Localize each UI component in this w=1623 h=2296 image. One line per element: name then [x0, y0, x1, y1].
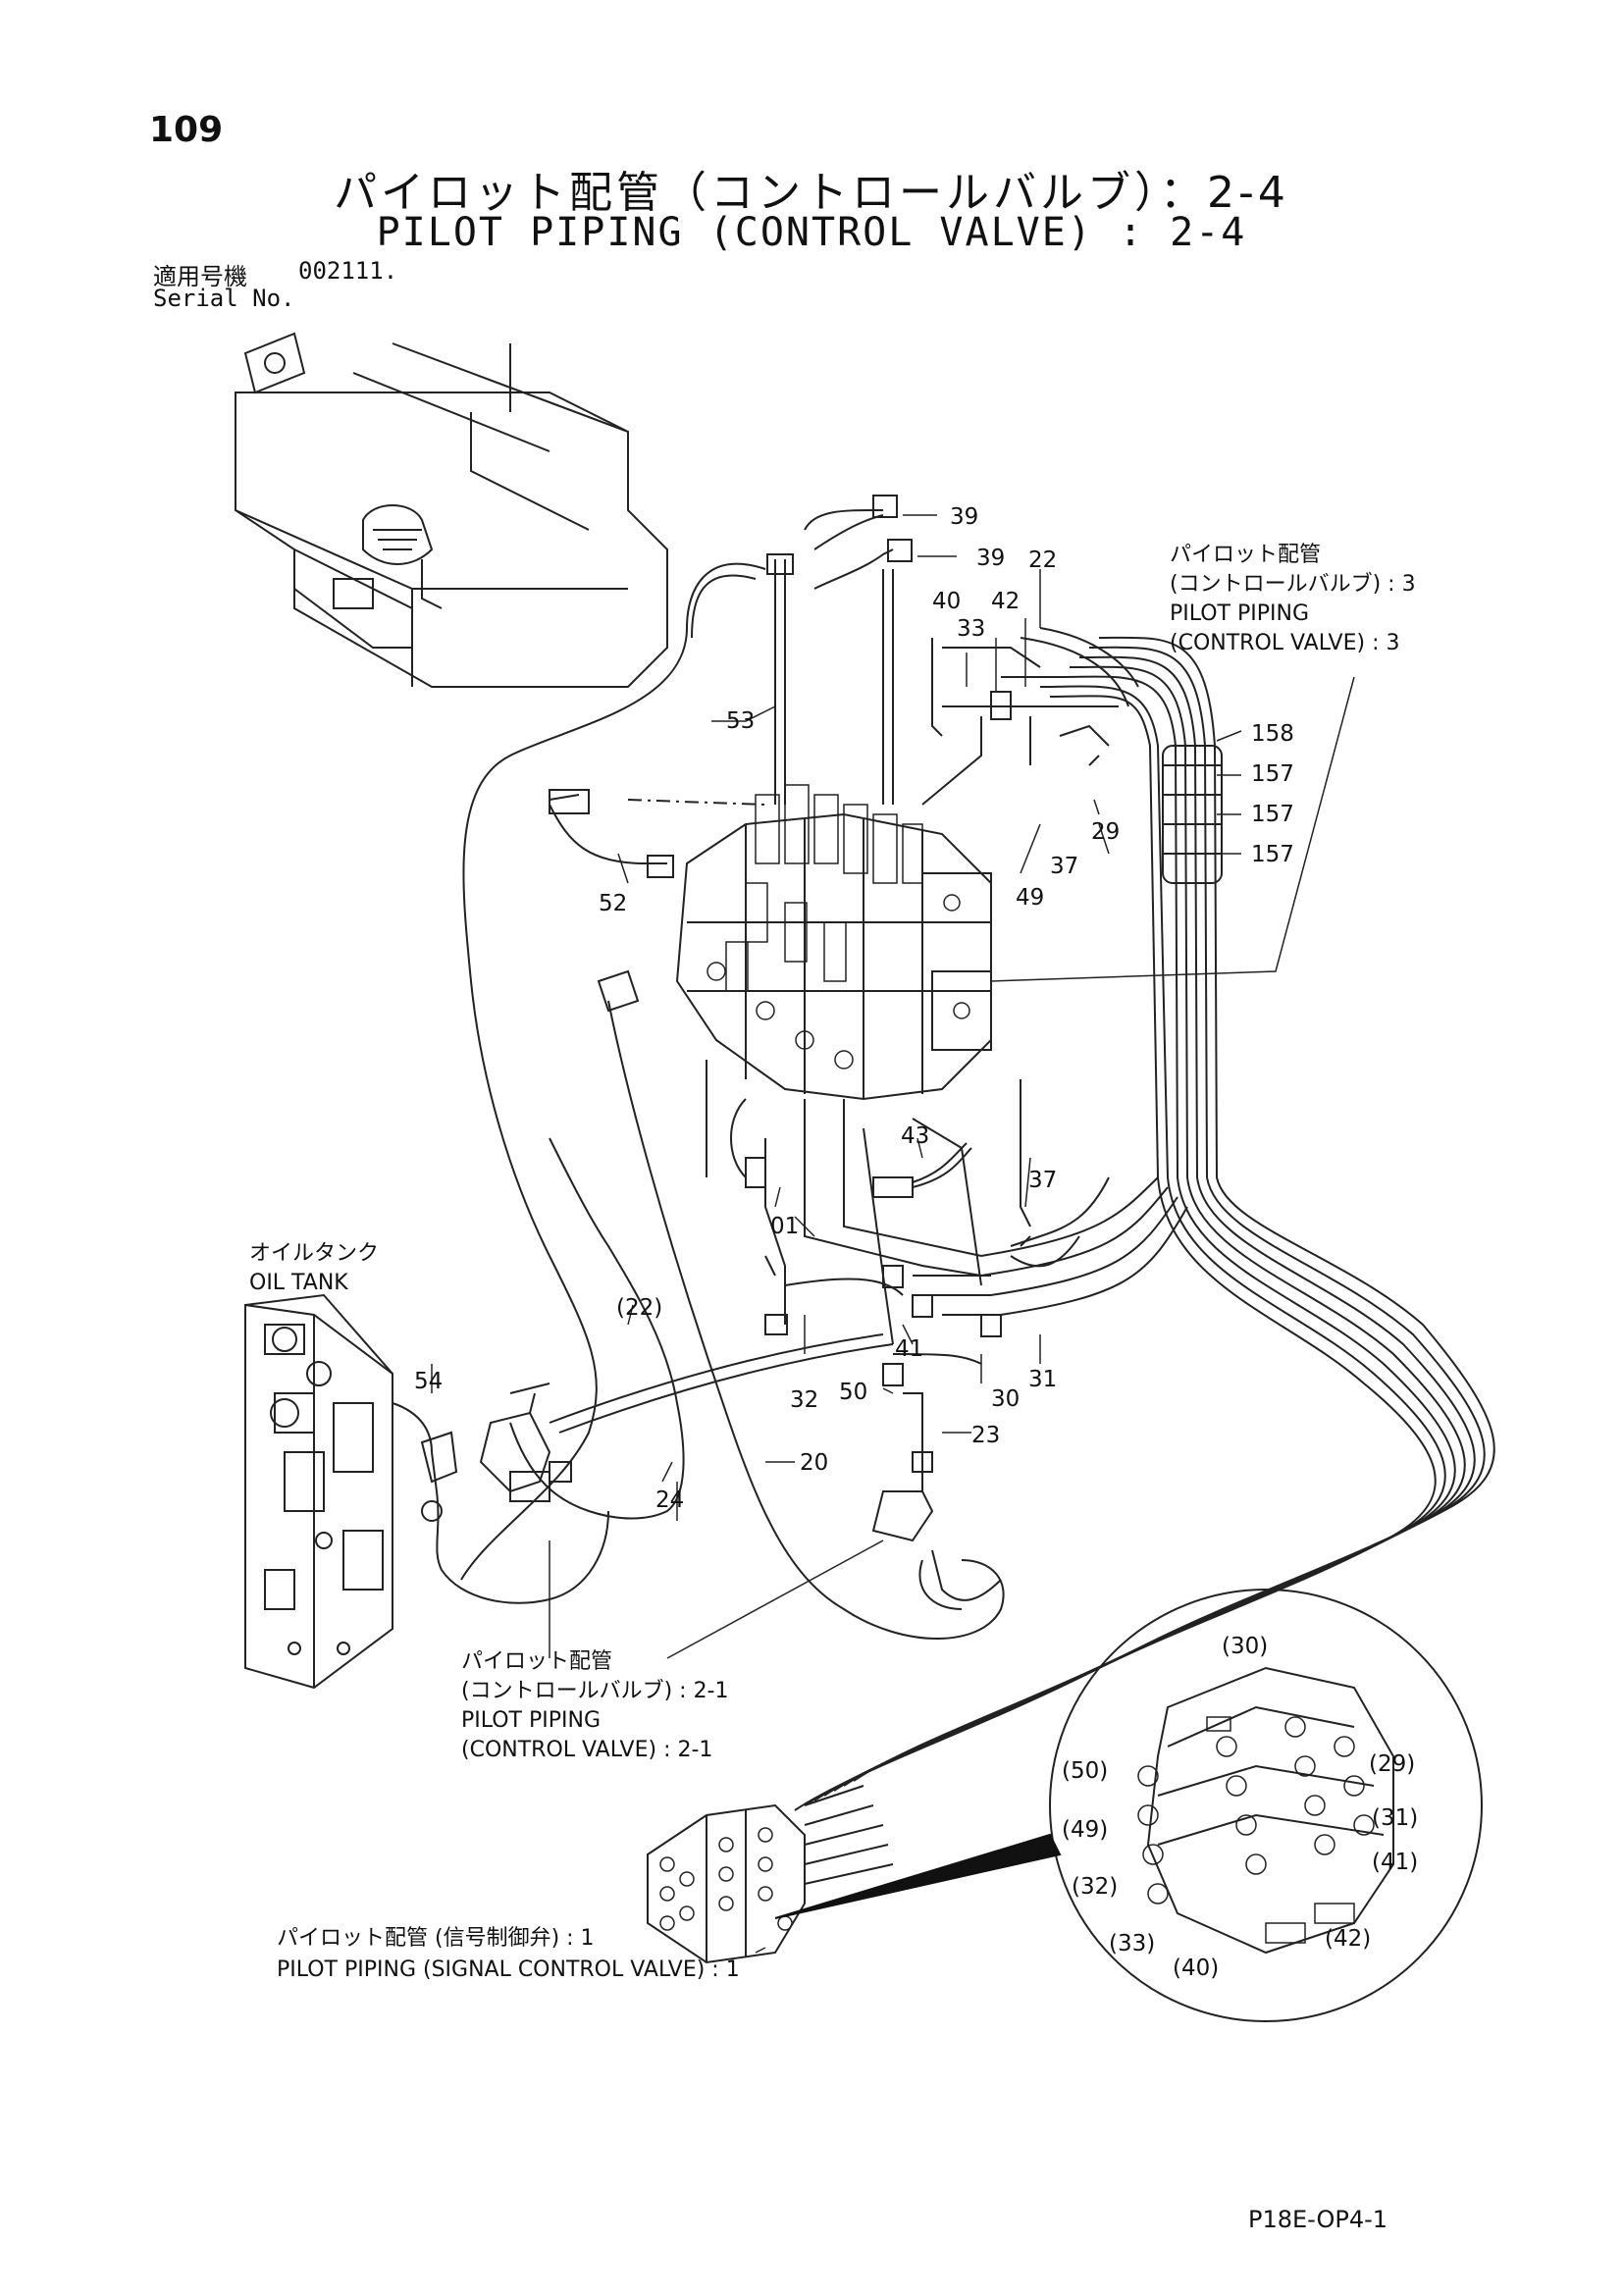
part-label-23: 23	[971, 1423, 1000, 1448]
leader-lines	[431, 514, 1355, 1954]
detail-label-50: (50)	[1062, 1758, 1108, 1784]
control-valve-assembly	[675, 784, 992, 1101]
part-label-39: 39	[976, 546, 1005, 571]
part-label-52: 52	[599, 891, 627, 916]
hose-37	[1010, 1235, 1080, 1268]
ref-cv3-jp-line1: パイロット配管	[1170, 543, 1322, 567]
part-label-157: 157	[1251, 761, 1294, 787]
hose-53	[460, 562, 766, 1581]
part-label-40: 40	[932, 589, 961, 614]
part-label-42: 42	[991, 589, 1020, 614]
page-number: 109	[149, 110, 224, 150]
ref-cv21-jp-line1: パイロット配管	[461, 1649, 613, 1674]
machine-frame-drawing	[235, 332, 668, 688]
top-pilot-hoses	[766, 495, 1139, 806]
serial-label-japanese: 適用号機	[153, 263, 247, 290]
pilot-block-23	[871, 1451, 1002, 1610]
page-title-english: PILOT PIPING (CONTROL VALVE) : 2-4	[376, 210, 1247, 255]
part-label-50: 50	[839, 1380, 867, 1405]
ref-scv1-jp: パイロット配管 (信号制御弁) : 1	[277, 1926, 595, 1951]
part-label-29: 29	[1091, 819, 1120, 845]
hose-22	[549, 1333, 894, 1434]
signal-control-valve-drawing	[647, 1785, 894, 1964]
part-label-39: 39	[950, 504, 978, 530]
detail-label-30: (30)	[1222, 1634, 1268, 1659]
detail-label-42: (42)	[1325, 1926, 1371, 1952]
ref-cv21-en-line2: (CONTROL VALVE) : 2-1	[461, 1738, 713, 1762]
part-label-157: 157	[1251, 802, 1294, 827]
oil-tank-label-japanese: オイルタンク	[249, 1241, 380, 1266]
serial-label-english: Serial No.	[153, 285, 295, 312]
part-label-54: 54	[414, 1369, 443, 1394]
lower-pilot-hoses	[706, 1060, 1188, 1491]
part-label-43: 43	[901, 1123, 929, 1149]
detail-label-41: (41)	[1372, 1850, 1418, 1875]
part-label-41: 41	[895, 1336, 923, 1362]
page-title-japanese: パイロット配管（コントロールバルブ）：2-4	[334, 168, 1289, 218]
part-label-49: 49	[1016, 885, 1044, 911]
part-label-01: 01	[770, 1214, 799, 1239]
part-label-157: 157	[1251, 842, 1294, 867]
part-label-20: 20	[800, 1450, 828, 1476]
hose-20	[597, 969, 1005, 1640]
part-label-37: 37	[1050, 854, 1078, 879]
document-code: P18E-OP4-1	[1248, 2206, 1388, 2233]
part-label-32: 32	[790, 1387, 818, 1413]
detail-label-32: (32)	[1072, 1874, 1118, 1900]
oil-tank-label-english: OIL TANK	[249, 1271, 348, 1295]
distribution-block	[479, 1392, 572, 1502]
ref-cv3-jp-line2: (コントロールバルブ) : 3	[1170, 572, 1416, 597]
part-label-22: 22	[1028, 548, 1057, 573]
ref-cv21-jp-line2: (コントロールバルブ) : 2-1	[461, 1679, 729, 1703]
part-label-37: 37	[1028, 1168, 1057, 1193]
detail-label-40: (40)	[1173, 1956, 1219, 1981]
hose-43	[912, 1142, 968, 1183]
ref-cv21-en-line1: PILOT PIPING	[461, 1708, 601, 1733]
part-label-30: 30	[991, 1386, 1020, 1412]
detail-view-circle	[1049, 1589, 1483, 2022]
part-label-33: 33	[957, 616, 985, 642]
detail-label-31: (31)	[1372, 1805, 1418, 1831]
part-label-158: 158	[1251, 721, 1294, 747]
detail-label-49: (49)	[1062, 1817, 1108, 1843]
part-label-31: 31	[1028, 1367, 1057, 1392]
detail-label-29: (29)	[1369, 1751, 1415, 1777]
ref-cv3-en-line1: PILOT PIPING	[1170, 601, 1309, 626]
hose-52	[549, 789, 766, 878]
serial-number-value: 002111.	[298, 257, 398, 285]
detail-label-33: (33)	[1109, 1931, 1155, 1957]
detail-callout-wedge	[774, 1833, 1062, 1919]
ref-cv3-en-line2: (CONTROL VALVE) : 3	[1170, 631, 1400, 655]
part-label-53: 53	[726, 708, 755, 734]
part-label-24: 24	[655, 1487, 684, 1513]
ref-scv1-en: PILOT PIPING (SIGNAL CONTROL VALVE) : 1	[277, 1957, 740, 1982]
oil-tank-drawing	[244, 1293, 609, 1690]
part-label-22-ref: (22)	[616, 1295, 662, 1321]
hose-24	[509, 1137, 685, 1520]
